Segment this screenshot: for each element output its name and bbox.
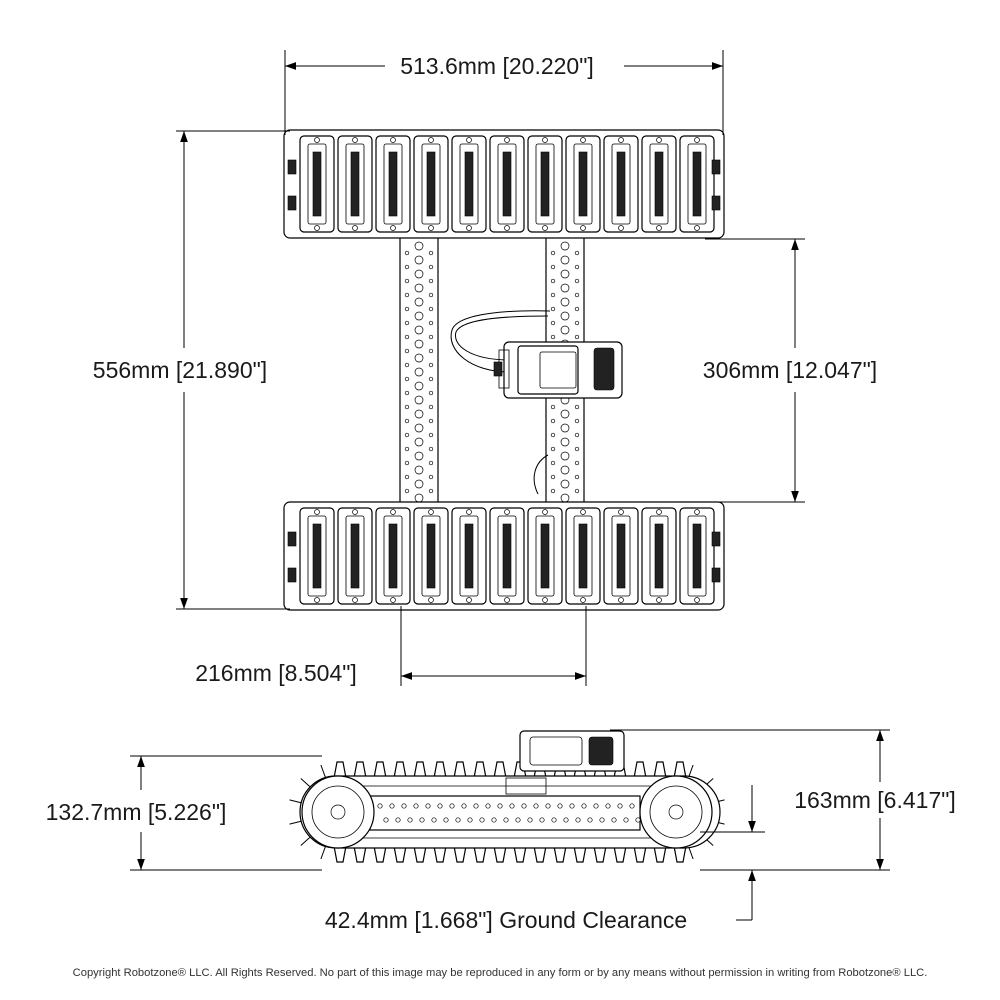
overall-width-label: 513.6mm [20.220"] [400,53,594,79]
total-height-label: 163mm [6.417"] [794,787,956,813]
top-track [283,129,725,239]
wiring-cable [454,315,549,361]
inner-span-label: 306mm [12.047"] [703,357,877,383]
total-height-dimension: 163mm [6.417"] [610,729,956,871]
channel-spacing-label: 216mm [8.504"] [195,660,357,686]
battery-pack [493,341,623,399]
front-sprocket [639,775,713,849]
ground-clearance-label: 42.4mm [1.668"] Ground Clearance [325,907,687,933]
channel-spacing-dimension: 216mm [8.504"] [195,606,587,686]
overall-length-label: 556mm [21.890"] [93,357,267,383]
rear-sprocket [301,775,375,849]
track-height-dimension: 132.7mm [5.226"] [46,755,322,871]
ground-clearance-dimension: 42.4mm [1.668"] Ground Clearance [325,785,765,933]
track-height-label: 132.7mm [5.226"] [46,799,227,825]
overall-length-dimension: 556mm [21.890"] [93,130,290,610]
copyright-notice: Copyright Robotzone® LLC. All Rights Res… [73,967,928,979]
side-battery [505,730,625,795]
bottom-track [283,501,725,611]
side-view: 132.7mm [5.226"] 163mm [6.417"] 42.4mm [… [46,729,956,933]
overall-width-dimension: 513.6mm [20.220"] [284,50,724,135]
left-channel [399,235,439,508]
inner-span-dimension: 306mm [12.047"] [703,238,877,503]
top-view: 513.6mm [20.220"] 556mm [21.890"] 306mm … [93,50,877,686]
